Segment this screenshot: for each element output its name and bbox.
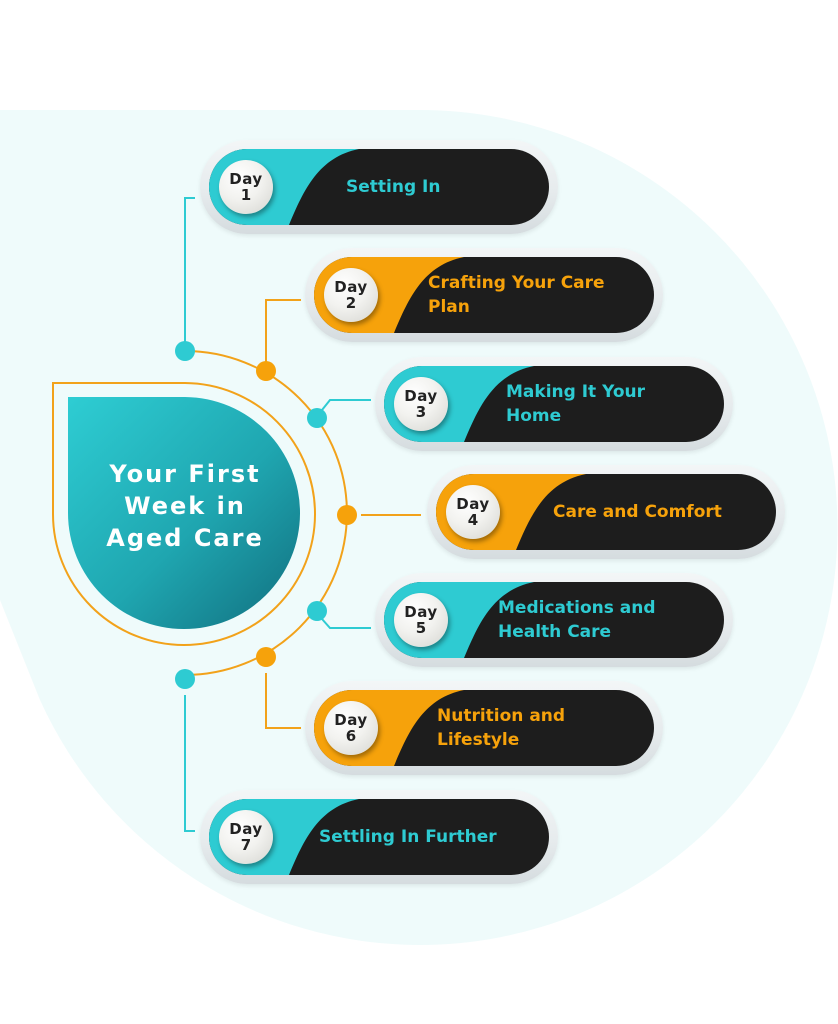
day-title-line-2: Lifestyle — [437, 730, 520, 750]
card-body: Day 5 Medications and Health Care — [384, 582, 724, 658]
connector-day-1 — [184, 197, 195, 343]
card-body: Day 4 Care and Comfort — [436, 474, 776, 550]
day-number: 4 — [467, 511, 479, 529]
card-body: Day 2 Crafting Your Care Plan — [314, 257, 654, 333]
diagram-title: Your First Week in Aged Care — [85, 458, 285, 554]
day-label: Day — [229, 170, 263, 188]
day-title: Nutrition and Lifestyle — [437, 690, 565, 766]
day-badge: Day 7 — [219, 810, 273, 864]
orbit-dot-day-1 — [175, 341, 195, 361]
day-number: 7 — [240, 836, 252, 854]
day-title-line-2: Plan — [428, 297, 470, 317]
title-line-2: Week in — [124, 492, 246, 520]
day-title-line-1: Crafting Your Care — [428, 273, 605, 293]
day-card-3: Day 3 Making It Your Home — [375, 357, 733, 451]
card-body: Day 3 Making It Your Home — [384, 366, 724, 442]
day-card-5: Day 5 Medications and Health Care — [375, 573, 733, 667]
day-label: Day — [334, 711, 368, 729]
title-drop — [68, 397, 301, 629]
day-title: Setting In — [346, 149, 440, 225]
connector-day-7 — [184, 695, 195, 832]
day-badge: Day 3 — [394, 377, 448, 431]
day-title-line-1: Care and Comfort — [553, 502, 722, 522]
day-badge: Day 1 — [219, 160, 273, 214]
day-title-line-2: Home — [506, 406, 562, 426]
day-label: Day — [456, 495, 490, 513]
day-number: 6 — [345, 727, 357, 745]
card-body: Day 6 Nutrition and Lifestyle — [314, 690, 654, 766]
connector-day-5 — [321, 618, 371, 629]
day-title-line-1: Setting In — [346, 177, 441, 197]
day-card-7: Day 7 Settling In Further — [200, 790, 558, 884]
day-number: 2 — [345, 294, 357, 312]
orbit-dot-day-2 — [256, 361, 276, 381]
day-title-line-1: Medications and — [498, 598, 656, 618]
day-label: Day — [334, 278, 368, 296]
day-title-line-2: Health Care — [498, 622, 612, 642]
day-title: Medications and Health Care — [498, 582, 656, 658]
connector-day-3 — [321, 399, 371, 411]
day-title: Settling In Further — [319, 799, 497, 875]
day-card-4: Day 4 Care and Comfort — [427, 465, 785, 559]
day-badge: Day 2 — [324, 268, 378, 322]
drop-outline — [52, 382, 316, 646]
day-label: Day — [404, 387, 438, 405]
title-line-3: Aged Care — [106, 524, 264, 552]
day-title-line-1: Making It Your — [506, 382, 645, 402]
card-body: Day 7 Settling In Further — [209, 799, 549, 875]
orbit-dot-day-3 — [307, 408, 327, 428]
connector-day-2 — [265, 299, 301, 362]
day-badge: Day 5 — [394, 593, 448, 647]
orbit-dot-day-5 — [307, 601, 327, 621]
orbit-dot-day-4 — [337, 505, 357, 525]
day-title-line-1: Nutrition and — [437, 706, 566, 726]
day-title: Care and Comfort — [553, 474, 722, 550]
day-card-1: Day 1 Setting In — [200, 140, 558, 234]
day-number: 3 — [415, 403, 427, 421]
day-title: Making It Your Home — [506, 366, 645, 442]
orbit-dot-day-7 — [175, 669, 195, 689]
day-number: 5 — [415, 619, 427, 637]
orbit-dot-day-6 — [256, 647, 276, 667]
day-label: Day — [229, 820, 263, 838]
day-label: Day — [404, 603, 438, 621]
card-body: Day 1 Setting In — [209, 149, 549, 225]
day-card-6: Day 6 Nutrition and Lifestyle — [305, 681, 663, 775]
day-badge: Day 4 — [446, 485, 500, 539]
title-line-1: Your First — [109, 460, 261, 488]
day-card-2: Day 2 Crafting Your Care Plan — [305, 248, 663, 342]
connector-day-6 — [265, 673, 301, 729]
day-title: Crafting Your Care Plan — [428, 257, 605, 333]
day-title-line-1: Settling In Further — [319, 827, 497, 847]
day-badge: Day 6 — [324, 701, 378, 755]
day-number: 1 — [240, 186, 252, 204]
